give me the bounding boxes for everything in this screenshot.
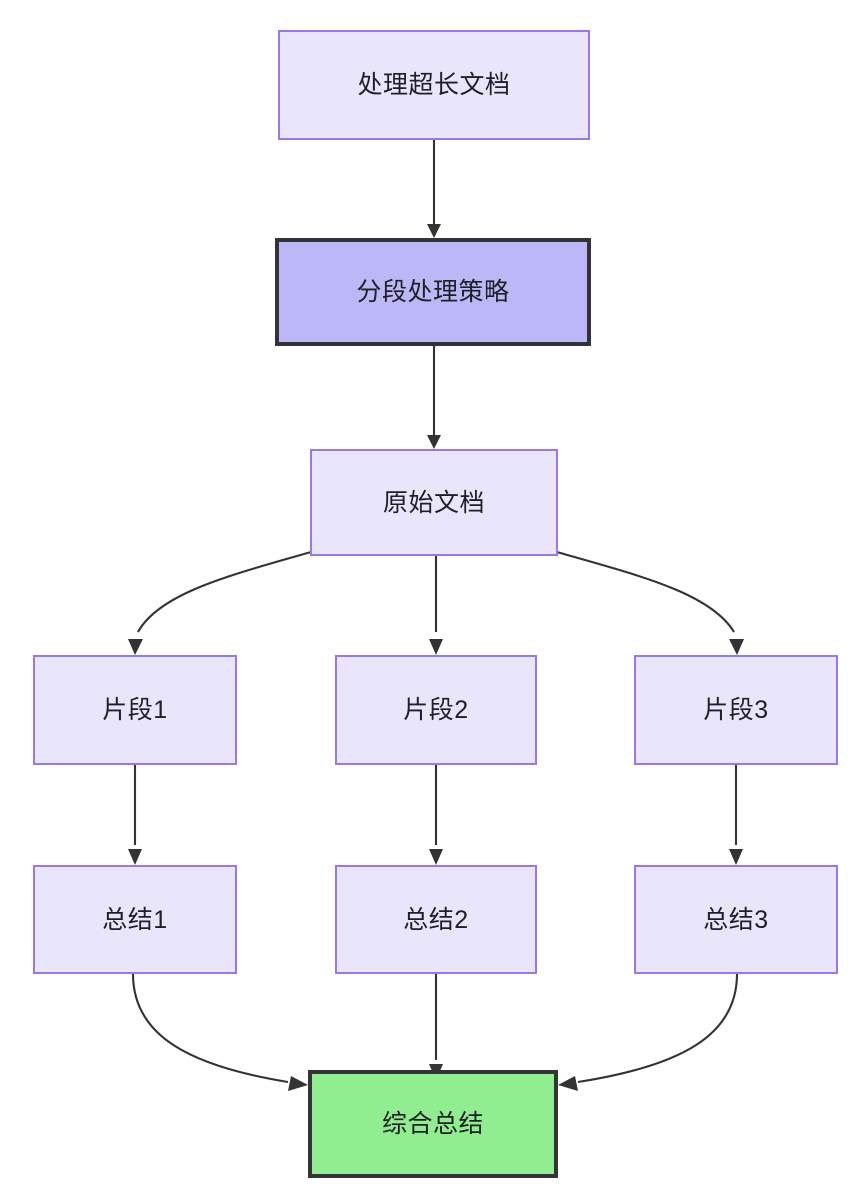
node-fragment-3[interactable]: 片段3 — [634, 655, 838, 765]
node-process-long-document[interactable]: 处理超长文档 — [278, 30, 590, 140]
node-summary-3[interactable]: 总结3 — [634, 865, 838, 974]
edge-n6-n9 — [729, 765, 743, 865]
node-fragment-2[interactable]: 片段2 — [335, 655, 537, 765]
edge-n4-n7 — [128, 765, 142, 865]
node-label: 综合总结 — [381, 1110, 484, 1138]
edge-n9-n10 — [558, 973, 739, 1091]
edge-n5-n8 — [429, 765, 443, 865]
edge-n7-n10 — [131, 973, 308, 1091]
edge-n1-n2 — [427, 140, 441, 238]
node-label: 原始文档 — [382, 488, 485, 517]
node-label: 总结2 — [403, 905, 469, 934]
edge-n3-n4 — [128, 550, 312, 655]
node-label: 片段3 — [703, 696, 769, 724]
edge-n3-n6 — [556, 550, 744, 655]
edge-n8-n10 — [429, 974, 443, 1080]
edge-n2-n3 — [427, 346, 441, 449]
node-summary-2[interactable]: 总结2 — [335, 865, 537, 974]
edge-n3-n5 — [429, 556, 443, 655]
node-comprehensive-summary[interactable]: 综合总结 — [308, 1070, 558, 1178]
node-label: 片段1 — [102, 696, 168, 724]
node-fragment-1[interactable]: 片段1 — [33, 655, 237, 765]
node-label: 总结1 — [102, 905, 168, 934]
node-summary-1[interactable]: 总结1 — [33, 865, 237, 974]
node-label: 片段2 — [403, 696, 469, 724]
node-chunking-strategy[interactable]: 分段处理策略 — [275, 238, 591, 346]
node-original-document[interactable]: 原始文档 — [310, 449, 558, 556]
node-label: 处理超长文档 — [357, 71, 511, 99]
node-label: 分段处理策略 — [356, 278, 510, 306]
node-label: 总结3 — [703, 905, 769, 934]
